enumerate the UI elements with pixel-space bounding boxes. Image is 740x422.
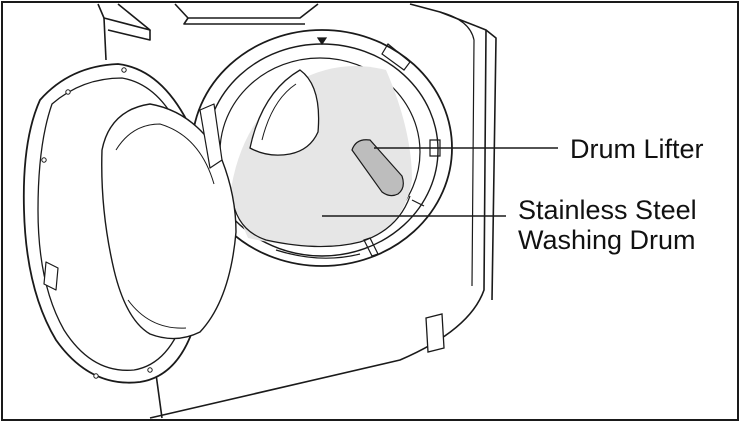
cabinet-panel-line [439,11,475,287]
drum-lifter-label: Drum Lifter [570,134,704,164]
drum-lifter [351,139,404,197]
washing-drum-label-line2: Washing Drum [518,225,696,255]
washing-drum-label: Stainless Steel Washing Drum [518,195,697,255]
open-door [22,63,237,384]
drum-baffle-left [249,69,320,156]
washing-drum-label-line1: Stainless Steel [518,195,697,225]
cabinet-tag [425,313,445,353]
gasket-details [275,37,441,259]
drum-back-wall [231,195,411,248]
